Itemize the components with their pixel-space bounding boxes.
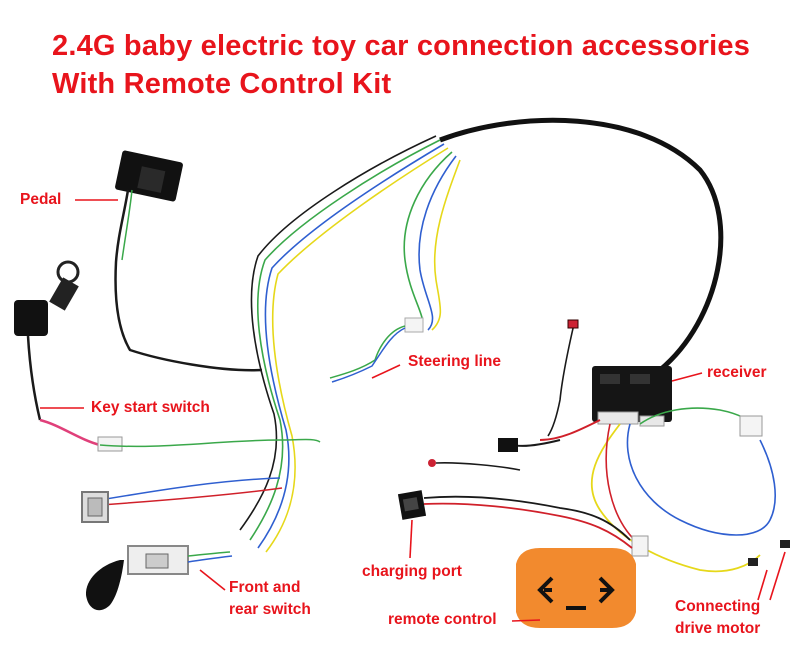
pedal-switch-image (114, 150, 263, 372)
label-steering-line: Steering line (408, 353, 502, 370)
remote-control-image (516, 548, 636, 628)
page-title-line-2: With Remote Control Kit (52, 68, 392, 100)
label-charging-port: charging port (362, 563, 462, 580)
charging-port-image (397, 459, 633, 549)
gear-shifter-image (85, 545, 233, 611)
label-front-rear-switch-line2: rear switch (229, 601, 311, 618)
label-key-start-switch: Key start switch (91, 399, 210, 416)
key-start-switch-image (14, 260, 123, 452)
receiver-box-image (592, 366, 672, 427)
label-remote-control: remote control (388, 611, 497, 628)
label-front-rear-switch-line1: Front and (229, 579, 301, 596)
label-drive-motor-line1: Connecting (675, 598, 761, 615)
page-title-line-1: 2.4G baby electric toy car connection ac… (52, 30, 751, 62)
steering-line-connector-image (329, 317, 424, 383)
label-receiver: receiver (707, 364, 767, 381)
label-drive-motor-line2: drive motor (675, 620, 761, 637)
rocker-switch-image (81, 491, 109, 523)
label-pedal: Pedal (20, 191, 62, 208)
